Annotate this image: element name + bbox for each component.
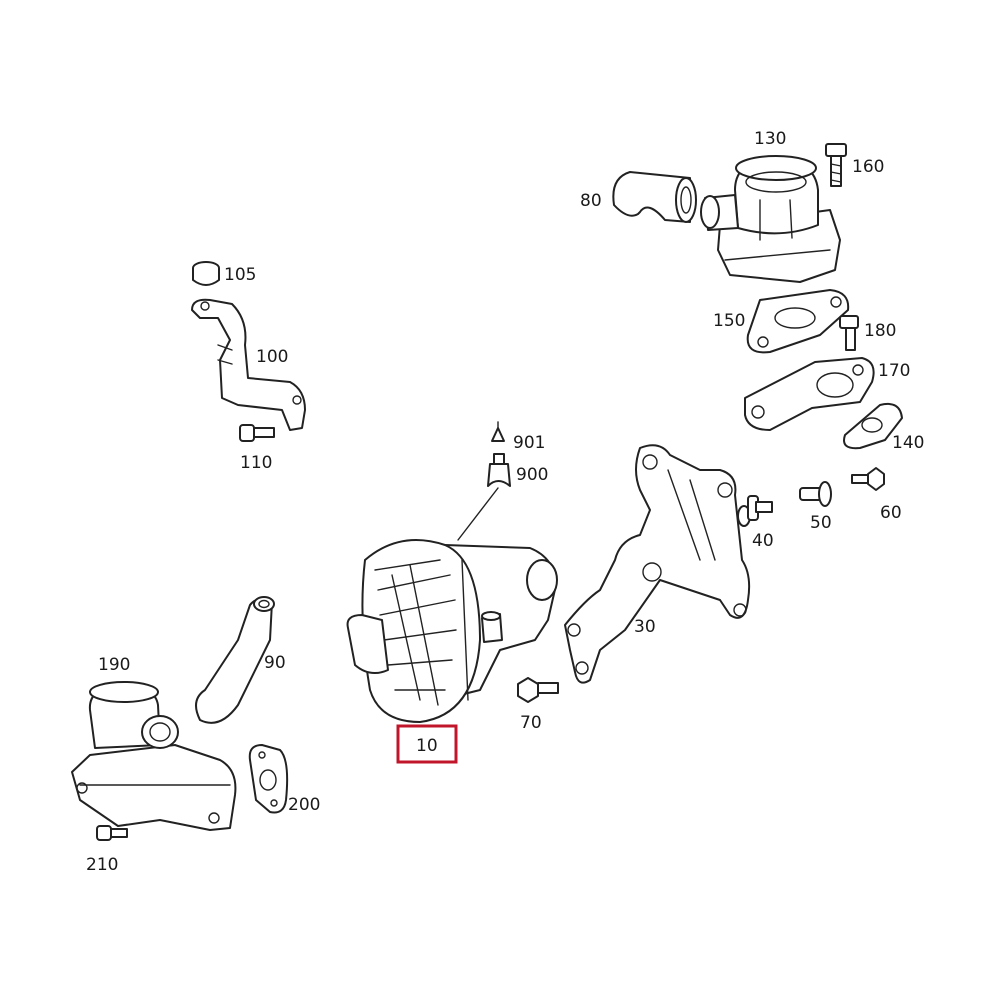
part-900-fitting[interactable] [487, 453, 511, 487]
callout-30: 30 [634, 617, 656, 637]
callout-90: 90 [264, 653, 286, 673]
part-70-bolt[interactable] [517, 677, 559, 703]
part-40-bolt[interactable] [737, 495, 773, 527]
callout-60: 60 [880, 503, 902, 523]
callout-150: 150 [713, 311, 745, 331]
part-130-valve[interactable] [700, 155, 841, 283]
part-105-cap[interactable] [192, 261, 220, 286]
callout-10: 10 [416, 736, 438, 756]
part-160-screw[interactable] [825, 143, 847, 187]
callout-160: 160 [852, 157, 884, 177]
part-110-screw[interactable] [239, 424, 275, 442]
callout-200: 200 [288, 795, 320, 815]
callout-180: 180 [864, 321, 896, 341]
part-30-bracket[interactable] [564, 444, 751, 684]
callout-80: 80 [580, 191, 602, 211]
callout-50: 50 [810, 513, 832, 533]
part-10-air-pump[interactable] [346, 539, 558, 723]
part-901-fitting[interactable] [491, 421, 505, 442]
part-60-screw[interactable] [851, 467, 885, 491]
callout-70: 70 [520, 713, 542, 733]
callout-190: 190 [98, 655, 130, 675]
highlight-box [396, 724, 458, 764]
part-80-hose[interactable] [612, 171, 697, 223]
part-170-flange[interactable] [744, 357, 875, 431]
part-190-valve[interactable] [71, 681, 237, 831]
leader-900 [457, 487, 499, 541]
callout-130: 130 [754, 129, 786, 149]
callout-105: 105 [224, 265, 256, 285]
part-50-sleeve[interactable] [799, 481, 832, 507]
callout-901: 901 [513, 433, 545, 453]
callout-900: 900 [516, 465, 548, 485]
part-140-gasket[interactable] [843, 402, 903, 450]
callout-210: 210 [86, 855, 118, 875]
callout-110: 110 [240, 453, 272, 473]
part-180-bolt[interactable] [839, 315, 859, 351]
callout-100: 100 [256, 347, 288, 367]
part-200-gasket[interactable] [248, 744, 289, 814]
part-150-gasket[interactable] [746, 289, 850, 354]
part-100-bracket[interactable] [191, 298, 306, 431]
callout-140: 140 [892, 433, 924, 453]
callout-40: 40 [752, 531, 774, 551]
part-90-pipe[interactable] [195, 596, 275, 724]
callout-170: 170 [878, 361, 910, 381]
part-210-screw[interactable] [96, 825, 128, 841]
